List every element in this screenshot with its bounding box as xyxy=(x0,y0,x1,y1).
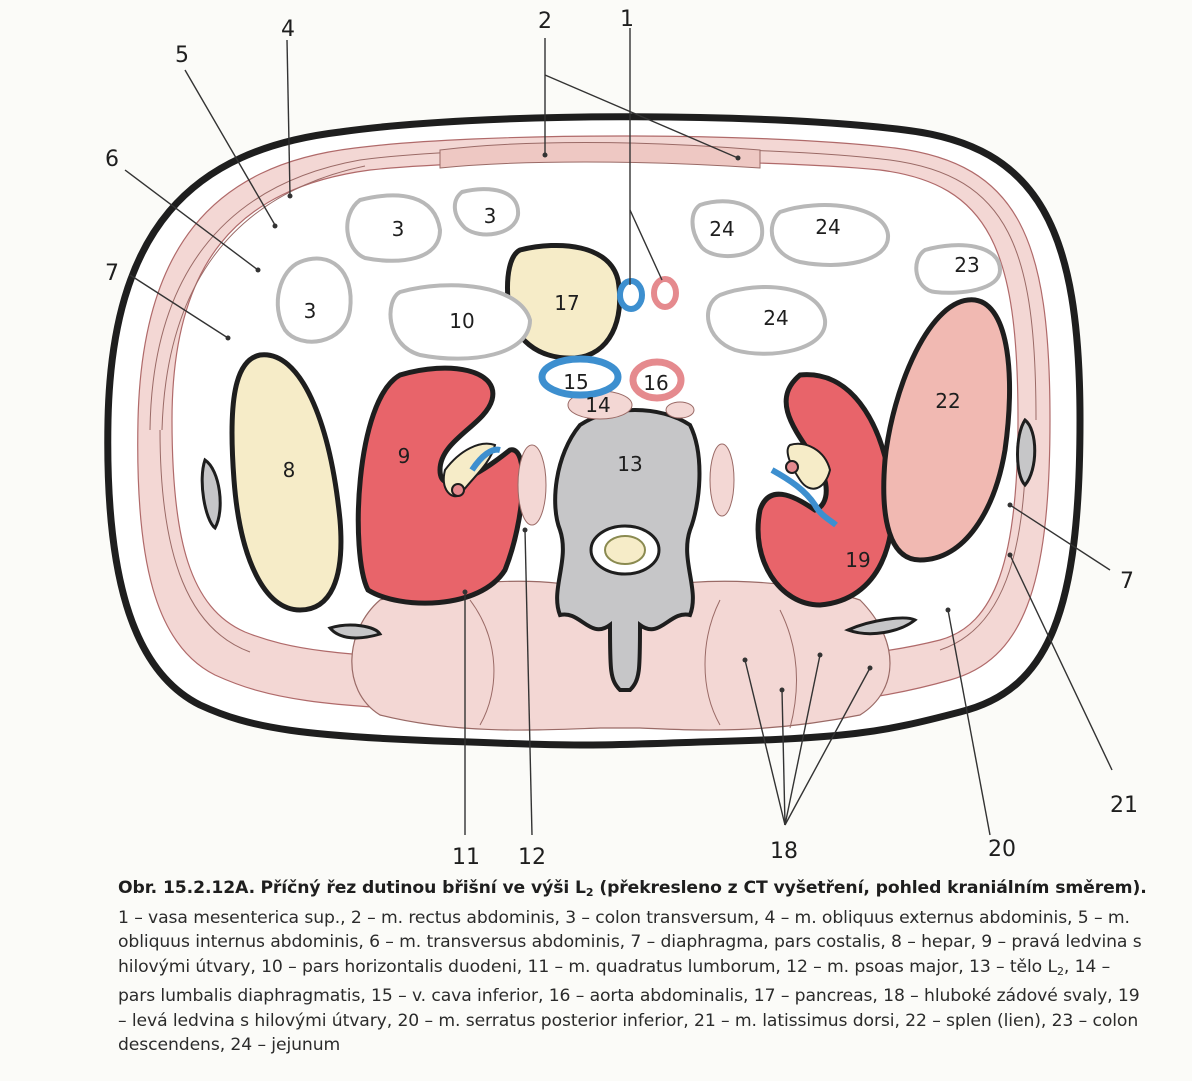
label-17: 17 xyxy=(554,291,579,315)
label-24c: 24 xyxy=(763,306,788,330)
jejunum-3 xyxy=(706,285,828,356)
label-11: 11 xyxy=(452,845,480,870)
label-8: 8 xyxy=(283,458,296,482)
left-renal-artery xyxy=(785,460,799,474)
label-16: 16 xyxy=(643,371,668,395)
jejunum-2 xyxy=(769,203,891,267)
label-20: 20 xyxy=(988,837,1016,862)
figure-title: Příčný řez dutinou břišní ve výši L2 (př… xyxy=(260,878,1147,899)
label-9: 9 xyxy=(398,444,411,468)
label-24a: 24 xyxy=(709,217,734,241)
spleen xyxy=(881,297,1013,563)
label-3a: 3 xyxy=(392,217,405,241)
label-13: 13 xyxy=(617,452,642,476)
diaphragm-crus-left xyxy=(665,401,695,419)
right-renal-vein xyxy=(469,446,501,472)
left-renal-hilum xyxy=(786,442,832,490)
label-5: 5 xyxy=(175,43,189,68)
sup-mesenteric-artery xyxy=(651,276,679,310)
colon-transversum-1 xyxy=(345,193,443,263)
sup-mesenteric-vein xyxy=(617,278,645,312)
label-15: 15 xyxy=(563,370,588,394)
jejunum-1 xyxy=(690,199,765,259)
leader-dots xyxy=(225,152,1013,693)
external-labels: 1 2 4 5 6 7 7 21 20 18 11 12 xyxy=(105,7,1138,870)
label-7-left: 7 xyxy=(1120,569,1134,594)
liver xyxy=(229,352,344,613)
rib-left-lateral xyxy=(1016,417,1037,488)
inferior-vena-cava xyxy=(538,355,622,399)
transversus-line xyxy=(161,165,366,431)
flank-line-left xyxy=(159,429,251,653)
label-19: 19 xyxy=(845,548,870,572)
colon-descendens xyxy=(914,243,1003,295)
label-3b: 3 xyxy=(484,204,497,228)
label-1: 1 xyxy=(620,7,634,32)
label-12: 12 xyxy=(518,845,546,870)
left-renal-vein xyxy=(770,467,838,528)
label-18: 18 xyxy=(770,839,798,864)
colon-transversum-3 xyxy=(275,256,353,344)
aorta xyxy=(629,358,685,402)
duodenum xyxy=(388,283,533,361)
label-21: 21 xyxy=(1110,793,1138,818)
bowel-loops xyxy=(275,187,1003,361)
internal-labels: 3 3 3 10 17 24 24 24 23 22 15 16 14 13 9… xyxy=(283,204,980,572)
label-3c: 3 xyxy=(304,299,317,323)
back-muscle-division xyxy=(469,599,798,729)
spinal-cord xyxy=(604,535,646,565)
leader-lines xyxy=(124,28,1113,836)
label-2: 2 xyxy=(538,9,552,34)
colon-transversum-2 xyxy=(452,187,521,237)
label-24b: 24 xyxy=(815,215,840,239)
label-6: 6 xyxy=(105,147,119,172)
right-kidney xyxy=(355,365,526,606)
label-4: 4 xyxy=(281,17,295,42)
rib-left-posterior xyxy=(844,616,918,636)
figure-legend: 1 – vasa mesenterica sup., 2 – m. rectus… xyxy=(118,907,1142,1056)
label-22: 22 xyxy=(935,389,960,413)
left-psoas xyxy=(709,443,735,517)
label-10: 10 xyxy=(449,309,474,333)
figure-caption: Obr. 15.2.12A. Příčný řez dutinou břišní… xyxy=(118,876,1148,1058)
rib-right-lateral xyxy=(200,457,222,531)
right-psoas xyxy=(517,444,547,526)
label-23: 23 xyxy=(954,253,979,277)
rib-right-posterior xyxy=(327,623,383,640)
rectus-abdominis xyxy=(439,142,761,169)
right-renal-artery xyxy=(451,483,465,497)
figure-number: Obr. 15.2.12A. xyxy=(118,878,256,898)
label-14: 14 xyxy=(585,393,610,417)
label-7-right: 7 xyxy=(105,261,119,286)
